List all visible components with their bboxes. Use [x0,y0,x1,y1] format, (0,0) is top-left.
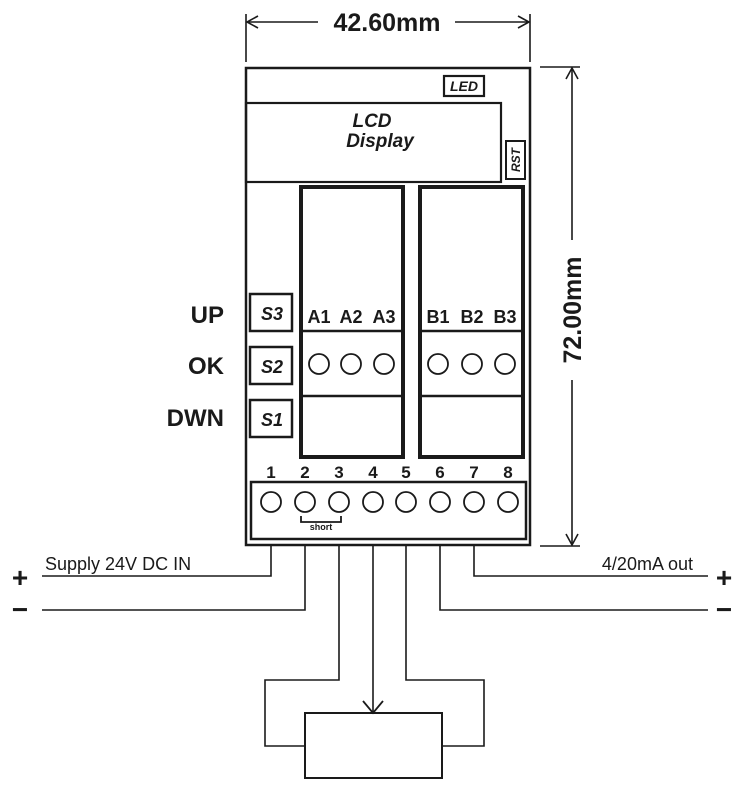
terminal-number-3: 3 [334,463,343,482]
terminal-number-6: 6 [435,463,444,482]
supply-plus: + [12,562,28,593]
terminal-number-4: 4 [368,463,378,482]
terminal-block: 1 2 3 4 5 6 7 8 short [249,463,528,541]
terminal-number-5: 5 [401,463,410,482]
output-label: 4/20mA out [602,554,693,574]
supply-label: Supply 24V DC IN [45,554,191,574]
button-ok-label: OK [188,353,225,380]
supply-minus: − [12,594,28,625]
height-label: 72.00mm [559,256,587,363]
relay-a-label-1: A1 [307,307,330,327]
short-bracket [300,516,342,523]
terminal-number-2: 2 [300,463,309,482]
output-minus: − [716,594,732,625]
output-wiring: 4/20mA out + − [439,544,732,625]
relay-a-label-3: A3 [372,307,395,327]
width-label: 42.60mm [333,9,440,37]
supply-wiring: Supply 24V DC IN + − [12,544,306,625]
terminal-6 [429,491,451,513]
relay-a-terminal-1 [308,353,330,375]
relay-b-label-2: B2 [460,307,483,327]
output-plus: + [716,562,732,593]
height-dimension: 72.00mm [540,66,587,547]
terminal-3 [328,491,350,513]
relay-b-terminal-3 [494,353,516,375]
lcd-display: LCD Display [244,101,503,184]
width-dimension: 42.60mm [245,9,531,62]
relay-b-terminal-1 [427,353,449,375]
led-label: LED [450,78,478,94]
button-ok[interactable]: S2 [248,345,294,386]
relay-b-label-3: B3 [493,307,516,327]
terminal-2 [294,491,316,513]
button-up-key: S3 [261,304,283,324]
device-housing [244,66,532,547]
terminal-7 [463,491,485,513]
led-indicator: LED [442,74,486,98]
terminal-number-7: 7 [469,463,478,482]
button-dwn[interactable]: S1 [248,398,294,439]
terminal-5 [395,491,417,513]
terminal-4 [362,491,384,513]
relay-b-terminal-2 [461,353,483,375]
potentiometer [264,544,485,779]
button-dwn-key: S1 [261,410,283,430]
relay-b-label-1: B1 [426,307,449,327]
relay-a-terminal-3 [373,353,395,375]
button-up-label: UP [191,302,224,329]
terminal-8 [497,491,519,513]
button-up[interactable]: S3 [248,292,294,333]
button-dwn-label: DWN [167,405,224,432]
button-ok-key: S2 [261,357,283,377]
terminal-number-1: 1 [266,463,275,482]
rst-label: RST [509,146,523,172]
relay-b: B1 B2 B3 [418,185,525,459]
relay-a: A1 A2 A3 [299,185,405,459]
lcd-label-line1: LCD [352,111,391,132]
relay-a-terminal-2 [340,353,362,375]
reset-button[interactable]: RST [505,140,526,180]
terminal-1 [260,491,282,513]
short-label: short [310,522,333,532]
lcd-label-line2: Display [346,131,415,152]
terminal-number-8: 8 [503,463,512,482]
relay-a-label-2: A2 [339,307,362,327]
